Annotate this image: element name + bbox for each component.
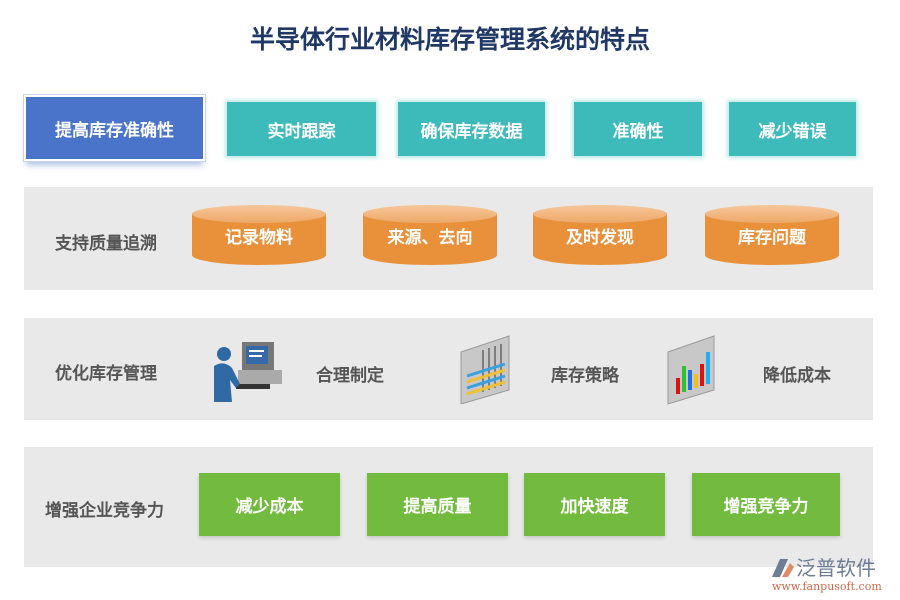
cylinder-item: 及时发现: [533, 205, 667, 265]
feature-box: 减少错误: [729, 102, 856, 156]
logo-url: www.fanpusoft.com: [772, 580, 882, 593]
cylinder-label: 库存问题: [738, 228, 806, 248]
logo-mark-icon: [772, 558, 794, 577]
feature-box: 确保库存数据: [398, 102, 545, 156]
cylinder-label: 及时发现: [566, 228, 634, 248]
page-title: 半导体行业材料库存管理系统的特点: [249, 25, 650, 54]
feature-box: 实时跟踪: [227, 102, 376, 156]
logo-name: 泛普软件: [796, 556, 876, 580]
panel-label: 增强企业竞争力: [45, 501, 164, 521]
cylinder-label: 记录物料: [225, 228, 293, 248]
green-item-box: 增强竞争力: [692, 473, 840, 536]
logo: 泛普软件: [770, 552, 876, 581]
cylinder-item: 库存问题: [705, 205, 839, 265]
optimize-panel: [24, 318, 873, 420]
table-chart-icon: [460, 335, 510, 404]
feature-box: 准确性: [574, 102, 702, 156]
panel-label: 支持质量追溯: [55, 234, 157, 254]
bar-chart-icon: [667, 335, 715, 405]
green-item-box: 提高质量: [367, 473, 508, 536]
item-text: 合理制定: [316, 366, 384, 386]
panel-label: 优化库存管理: [55, 364, 157, 384]
item-text: 降低成本: [763, 366, 831, 386]
item-text: 库存策略: [551, 366, 619, 386]
green-item-box: 减少成本: [199, 473, 340, 536]
computer-user-icon: [214, 342, 282, 402]
cylinder-label: 来源、去向: [387, 228, 473, 248]
cylinder-item: 来源、去向: [363, 205, 497, 265]
green-item-box: 加快速度: [524, 473, 665, 536]
main-feature-box: 提高库存准确性: [23, 94, 206, 162]
cylinder-item: 记录物料: [192, 205, 326, 265]
